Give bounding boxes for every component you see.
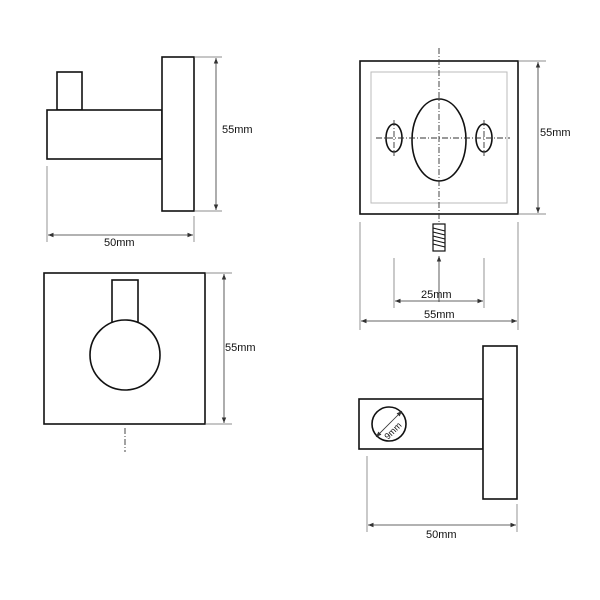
front-view-hook-head — [89, 319, 161, 391]
front-view: 55mm — [43, 272, 256, 452]
front-view-height-label: 55mm — [225, 342, 256, 354]
bottom-view: 9mm 50mm — [358, 345, 518, 541]
bottom-view-base-plate — [482, 345, 518, 500]
screw-diameter-leader — [375, 410, 403, 438]
front-view-hook-tip — [111, 279, 139, 326]
side-view-depth-label: 50mm — [104, 237, 135, 249]
back-plate-width-label: 55mm — [424, 309, 455, 321]
side-view-hook-tip — [56, 71, 83, 111]
bottom-view-depth-label: 50mm — [426, 529, 457, 541]
side-view-base-plate — [161, 56, 195, 212]
screw-hole-circle — [371, 406, 407, 442]
side-view: 55mm 50mm — [46, 56, 253, 249]
bottom-view-arm — [358, 398, 484, 450]
side-view-arm — [46, 109, 163, 160]
hole-spacing-label: 25mm — [421, 289, 452, 301]
back-plate-height-label: 55mm — [540, 127, 571, 139]
screw-icon — [432, 223, 446, 252]
back-plate-view: 55mm 25mm 55mm — [359, 48, 571, 330]
side-view-height-label: 55mm — [222, 124, 253, 136]
